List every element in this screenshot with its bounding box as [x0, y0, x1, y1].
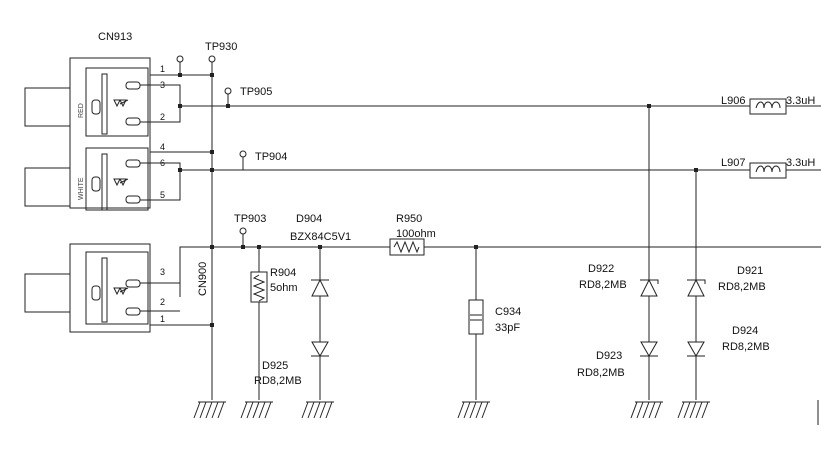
resistor-r904	[250, 271, 268, 303]
pin-number: 2	[160, 297, 165, 307]
component-ref: R950	[396, 213, 422, 225]
component-value: RD8,2MB	[722, 341, 770, 353]
jack-label-red: RED	[78, 103, 85, 118]
component-value: RD8,2MB	[579, 279, 627, 291]
test-point-label: TP905	[240, 86, 272, 98]
ground-icon	[301, 401, 334, 419]
component-ref: D924	[732, 325, 758, 337]
ground-icon	[677, 401, 710, 419]
component-ref: D922	[588, 263, 614, 275]
net-label-cn900: CN900	[197, 262, 209, 296]
pin-number: 1	[160, 314, 165, 324]
ground-symbols	[193, 401, 710, 419]
component-ref: C934	[495, 306, 521, 318]
component-ref: L907	[721, 157, 745, 169]
component-value: BZX84C5V1	[290, 231, 351, 243]
component-ref: D923	[596, 350, 622, 362]
test-point-icon	[176, 55, 184, 63]
diode-d922	[640, 278, 659, 297]
pin-number: 2	[160, 112, 165, 122]
diode-d904	[311, 278, 329, 297]
component-ref: L906	[721, 95, 745, 107]
inductor-l906	[749, 98, 787, 115]
test-point-icon	[239, 227, 247, 235]
diode-d921	[687, 278, 706, 297]
ground-icon	[457, 401, 490, 419]
resistor-r950	[389, 238, 425, 256]
inductor-l907	[749, 162, 787, 179]
component-value: 3.3uH	[786, 157, 815, 169]
pin-number: 1	[160, 64, 165, 74]
jack-label-white: WHITE	[78, 177, 85, 200]
capacitor-c934	[468, 299, 484, 335]
test-point-label: TP904	[255, 151, 287, 163]
diode-d923	[640, 341, 658, 358]
ground-icon	[630, 401, 663, 419]
connector-cn913	[24, 57, 151, 333]
test-point-label: TP930	[205, 41, 237, 53]
component-ref: D925	[262, 360, 288, 372]
ground-icon	[240, 401, 273, 419]
component-value: 33pF	[495, 322, 520, 334]
pin-number: 5	[160, 190, 165, 200]
test-point-icon	[224, 87, 232, 95]
connector-label: CN913	[98, 31, 132, 43]
component-ref: R904	[270, 267, 296, 279]
component-value: 5ohm	[270, 282, 298, 294]
component-value: RD8,2MB	[718, 281, 766, 293]
component-value: RD8,2MB	[254, 375, 302, 387]
test-point-icon	[239, 150, 247, 158]
component-value: 100ohm	[396, 228, 436, 240]
wires	[140, 62, 821, 425]
component-value: RD8,2MB	[577, 367, 625, 379]
diode-d924	[687, 341, 705, 358]
component-value: 3.3uH	[786, 95, 815, 107]
pin-number: 3	[160, 267, 165, 277]
diode-d925	[311, 341, 329, 358]
component-ref: D921	[737, 265, 763, 277]
pin-number: 4	[160, 142, 165, 152]
test-point-icon	[208, 55, 216, 63]
component-ref: D904	[296, 213, 322, 225]
junctions	[178, 73, 698, 327]
ground-icon	[193, 401, 226, 419]
test-point-label: TP903	[234, 213, 266, 225]
